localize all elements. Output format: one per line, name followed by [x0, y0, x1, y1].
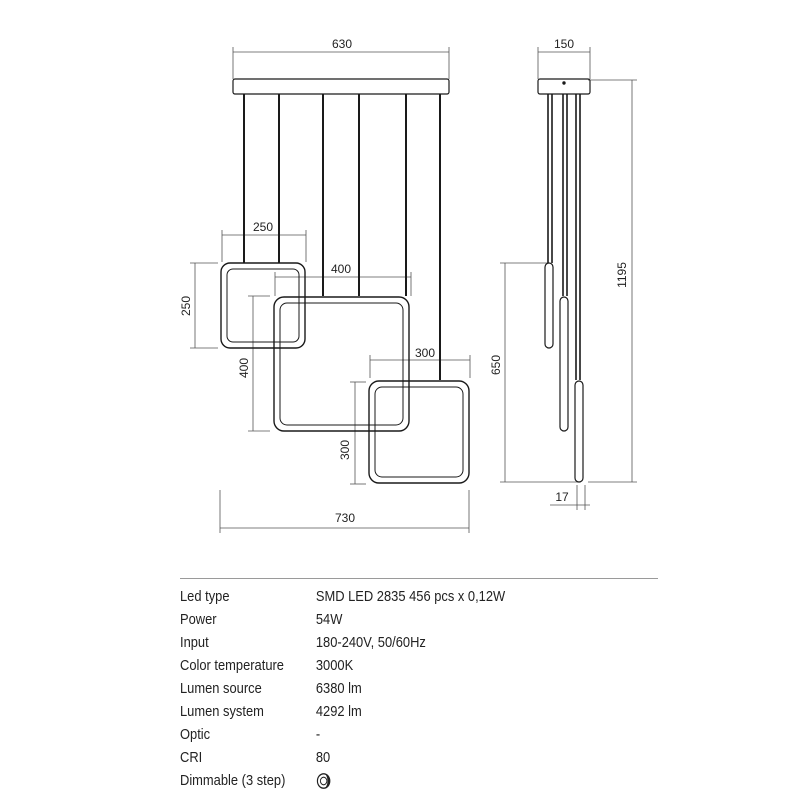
spec-label: Input: [180, 634, 209, 651]
side-profile-large: [559, 296, 569, 432]
spec-value: 4292 lm: [315, 703, 362, 720]
spec-label: Dimmable (3 step): [180, 772, 286, 789]
spec-row: CRI 80: [180, 746, 591, 769]
spec-value: 180-240V, 50/60Hz: [315, 634, 426, 651]
canopy-side: [537, 78, 591, 95]
spec-row: Color temperature 3000K: [180, 654, 591, 677]
spec-label: Lumen system: [180, 703, 264, 720]
spec-label: Power: [180, 611, 217, 628]
dim-total-width: 730: [335, 511, 355, 525]
small-square-ring: [220, 262, 306, 349]
spec-row: Led type SMD LED 2835 456 pcs x 0,12W: [180, 585, 591, 608]
spec-value: -: [315, 726, 321, 743]
canopy-front: [232, 78, 450, 95]
medium-square-ring: [368, 380, 470, 484]
spec-value: 80: [315, 749, 331, 766]
spec-row: Input 180-240V, 50/60Hz: [180, 631, 591, 654]
spec-label: Led type: [180, 588, 230, 605]
spec-value: 3000K: [315, 657, 354, 674]
spec-label: CRI: [180, 749, 203, 766]
dim-canopy-width: 630: [332, 37, 352, 51]
dim-small-width: 250: [253, 220, 273, 234]
dim-small-height: 250: [179, 296, 193, 316]
dim-total-height: 1195: [615, 262, 629, 288]
spec-table: Led type SMD LED 2835 456 pcs x 0,12W Po…: [180, 578, 658, 792]
spec-label: Color temperature: [180, 657, 284, 674]
spec-value: SMD LED 2835 456 pcs x 0,12W: [315, 588, 506, 605]
dim-canopy-depth: 150: [554, 37, 574, 51]
dim-medium-width: 300: [415, 346, 435, 360]
dim-adjustable-height: 650: [489, 355, 503, 375]
spec-value: 54W: [315, 611, 343, 628]
dim-large-height: 400: [237, 358, 251, 378]
spec-value: [316, 771, 591, 789]
spec-row: Lumen source 6380 lm: [180, 677, 591, 700]
spec-label: Lumen source: [180, 680, 262, 697]
dim-medium-height: 300: [338, 440, 352, 460]
dim-profile-thickness: 17: [555, 490, 569, 504]
spec-row: Lumen system 4292 lm: [180, 700, 591, 723]
spec-row: Power 54W: [180, 608, 591, 631]
spec-row: Dimmable (3 step): [180, 769, 591, 792]
dimmer-icon: [316, 772, 331, 789]
spec-row: Optic -: [180, 723, 591, 746]
technical-drawing: 630 150 250 250 400 400 300 300 730 1195…: [179, 37, 637, 533]
dim-large-width: 400: [331, 262, 351, 276]
spec-label: Optic: [180, 726, 211, 743]
spec-value: 6380 lm: [315, 680, 362, 697]
large-square-ring: [273, 296, 410, 432]
side-profile-small: [544, 262, 554, 349]
side-profile-medium: [574, 380, 584, 483]
